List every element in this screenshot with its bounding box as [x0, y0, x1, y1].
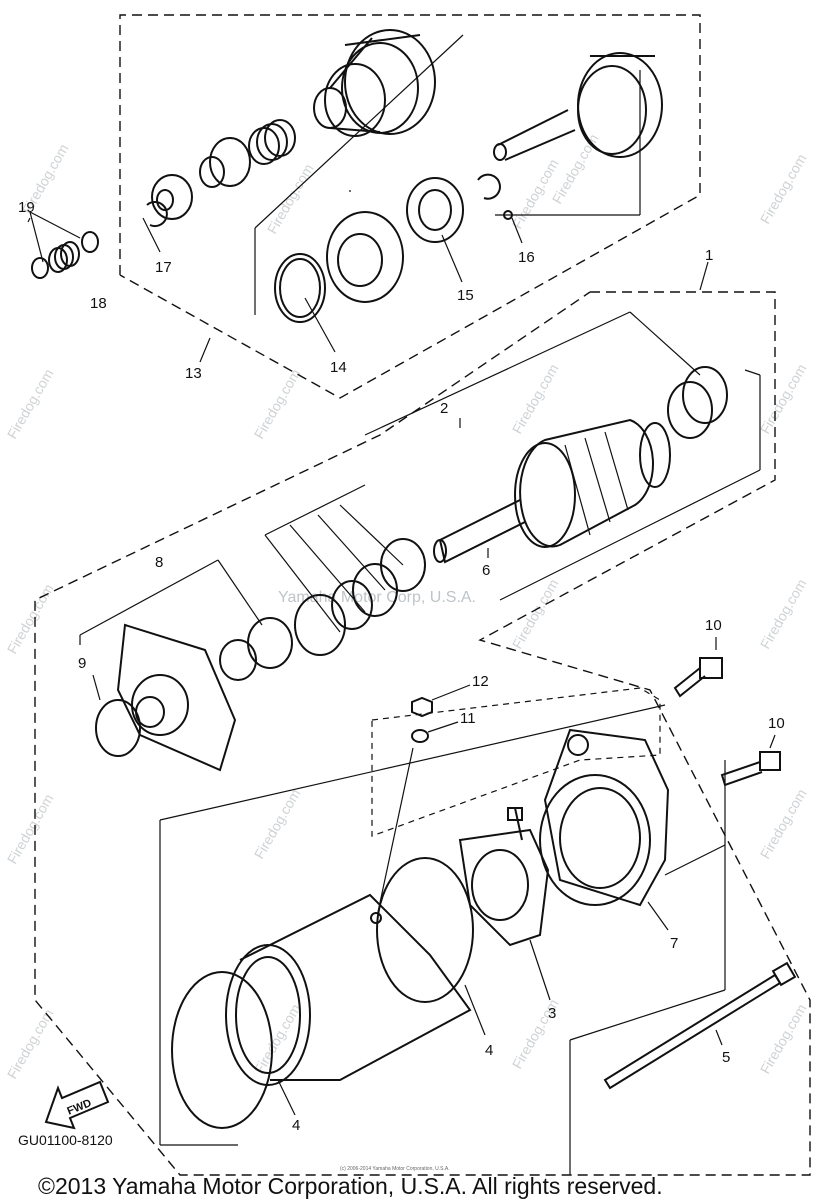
watermark: Firedog.com — [4, 581, 57, 656]
spring-washers-drawing — [31, 231, 99, 279]
group-11-12-outline — [371, 687, 661, 837]
callout-17: 17 — [155, 259, 172, 276]
nut-washer-drawing — [411, 696, 433, 743]
callout-16: 16 — [518, 249, 535, 266]
watermark: Firedog.com — [757, 786, 810, 861]
watermark: Firedog.com — [509, 576, 562, 651]
watermark-layer: Firedog.com Firedog.com Firedog.com Fire… — [4, 131, 810, 1081]
fwd-arrow-icon — [44, 1080, 110, 1130]
group-13-outline — [119, 14, 701, 399]
center-watermark: Yamaha Motor Corp, U.S.A. — [278, 589, 476, 606]
group-1-outline — [34, 291, 811, 1176]
callout-15: 15 — [457, 287, 474, 304]
callout-6: 6 — [482, 562, 490, 579]
bolts-drawing — [673, 657, 781, 787]
callout-4: 4 — [292, 1117, 300, 1134]
watermark: Firedog.com — [757, 151, 810, 226]
callouts: 1 2 3 4 4 5 6 7 8 9 10 10 11 12 13 14 15… — [18, 199, 785, 1134]
callout-7: 7 — [670, 935, 678, 952]
pinion-clutch-drawing — [146, 29, 663, 323]
callout-4: 4 — [485, 1042, 493, 1059]
callout-1: 1 — [705, 247, 713, 264]
callout-3: 3 — [548, 1005, 556, 1022]
callout-12: 12 — [472, 673, 489, 690]
callout-10: 10 — [705, 617, 722, 634]
callout-11: 11 — [460, 710, 476, 727]
callout-13: 13 — [185, 365, 202, 382]
diagram-code: GU01100-8120 — [18, 1132, 113, 1148]
watermark: Firedog.com — [509, 361, 562, 436]
shims-drawing — [219, 538, 426, 681]
callout-10: 10 — [768, 715, 785, 732]
watermark: Firedog.com — [4, 366, 57, 441]
yoke-drawing — [171, 857, 474, 1129]
watermark: Firedog.com — [264, 161, 317, 236]
group-outlines — [34, 14, 811, 1176]
watermark: Firedog.com — [757, 576, 810, 651]
callout-19: 19 — [18, 199, 35, 216]
callout-5: 5 — [722, 1049, 730, 1066]
front-cover-drawing — [95, 623, 237, 772]
copyright-notice: ©2013 Yamaha Motor Corporation, U.S.A. A… — [38, 1173, 663, 1199]
callout-2: 2 — [440, 400, 448, 417]
leader-lines — [27, 34, 776, 1175]
callout-9: 9 — [78, 655, 86, 672]
rear-cover-drawing — [539, 728, 670, 907]
callout-18: 18 — [90, 295, 107, 312]
callout-8: 8 — [155, 554, 163, 571]
watermark: Firedog.com — [757, 1001, 810, 1076]
callout-14: 14 — [330, 359, 347, 376]
parts-art — [31, 29, 797, 1130]
watermark: Firedog.com — [757, 361, 810, 436]
watermark: Firedog.com — [4, 791, 57, 866]
through-bolt-drawing — [603, 961, 797, 1090]
watermark: Firedog.com — [251, 1001, 304, 1076]
watermark: Firedog.com — [251, 366, 304, 441]
armature-drawing — [433, 366, 728, 564]
fine-print: (c) 2006-2014 Yamaha Motor Corporation, … — [340, 1166, 450, 1172]
